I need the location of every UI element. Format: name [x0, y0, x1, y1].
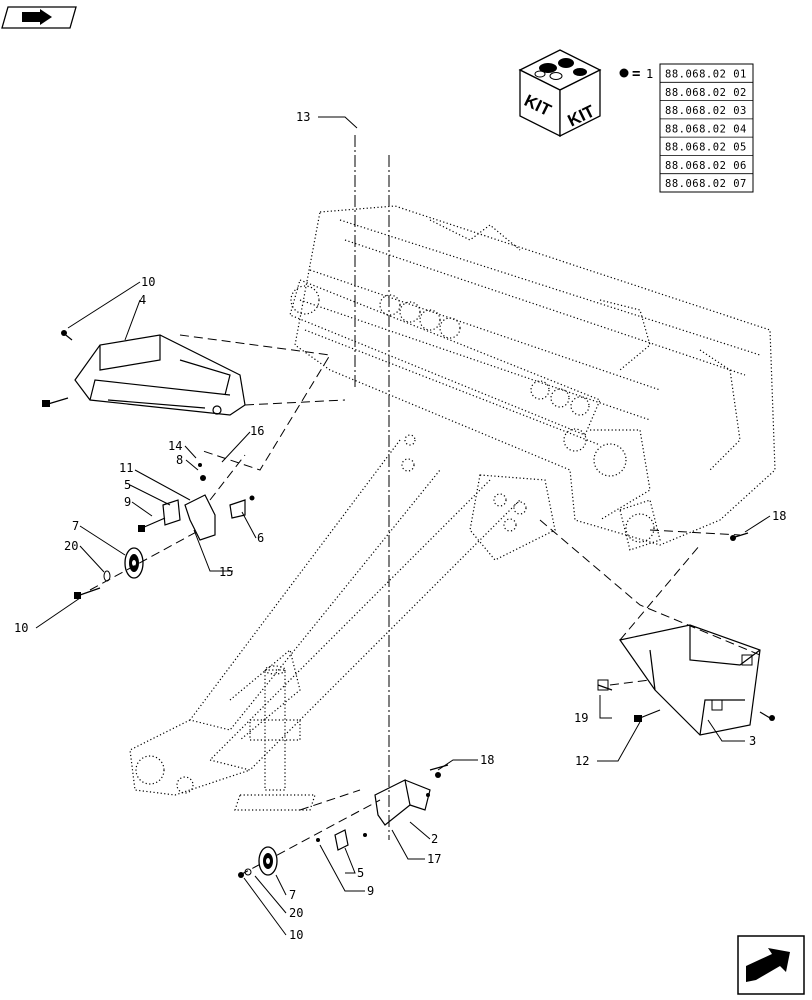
drawbar [129, 439, 521, 796]
callout-6: 6 [257, 531, 264, 545]
kit-code-6: 88.068.02 06 [665, 160, 747, 172]
callout-7-top: 7 [72, 519, 79, 533]
kit-equals: = [632, 66, 640, 82]
callout-2: 2 [431, 832, 438, 846]
callout-4: 4 [139, 293, 146, 307]
bolt-icon [597, 679, 775, 722]
callout-10-bottom: 10 [289, 928, 303, 942]
callout-18-right: 18 [772, 509, 786, 523]
lower-bracket-line-2 [299, 789, 361, 811]
callout-10-top: 10 [141, 275, 155, 289]
callout-13: 13 [296, 110, 310, 124]
leader-lines [35, 116, 771, 936]
callout-18-bottom: 18 [480, 753, 494, 767]
shield-part-3[interactable] [618, 624, 761, 736]
lower-bracket-line [239, 799, 381, 876]
callout-14: 14 [168, 439, 182, 453]
gearbox [401, 434, 556, 561]
wheel-part-7-bottom[interactable] [238, 846, 278, 878]
callout-9-top: 9 [124, 495, 131, 509]
callout-16: 16 [250, 424, 264, 438]
callout-7-bottom: 7 [289, 888, 296, 902]
kit-code-7: 88.068.02 07 [665, 178, 747, 190]
callout-12: 12 [575, 754, 589, 768]
kit-code-1: 88.068.02 01 [665, 69, 747, 81]
callout-3: 3 [749, 734, 756, 748]
kit-code-3: 88.068.02 03 [665, 105, 747, 117]
kit-box-icon: KIT KIT [518, 49, 602, 138]
bracket-line [209, 454, 246, 501]
callout-15: 15 [219, 565, 233, 579]
shield-right-line-2 [619, 544, 701, 641]
bolt18-line [649, 529, 741, 536]
kit-code-5: 88.068.02 05 [665, 142, 747, 154]
callout-5-top: 5 [124, 478, 131, 492]
shield-right-line [539, 519, 761, 656]
shield-left-line [179, 334, 331, 471]
callout-20-top: 20 [64, 539, 78, 553]
book-arrow-icon[interactable] [1, 6, 77, 29]
wheel-part-7-top[interactable] [74, 529, 201, 599]
bolt-icon [42, 330, 73, 407]
header-frame [294, 205, 776, 551]
callout-5-bottom: 5 [357, 866, 364, 880]
shield-left-line-2 [244, 399, 346, 406]
kit-code-4: 88.068.02 04 [665, 123, 747, 135]
callout-9-bottom: 9 [367, 884, 374, 898]
conditioner-roll [289, 279, 601, 452]
callout-8: 8 [176, 453, 183, 467]
kit-code-2: 88.068.02 02 [665, 87, 747, 99]
bolt12-line [609, 679, 651, 686]
callout-17: 17 [427, 852, 441, 866]
shield-part-4[interactable] [74, 334, 246, 416]
jack-stand [234, 665, 316, 811]
callout-19: 19 [574, 711, 588, 725]
lower-bracket[interactable] [316, 772, 441, 851]
kit-code-table: 88.068.02 01 88.068.02 02 88.068.02 03 8… [659, 63, 754, 193]
next-page-arrow-icon[interactable] [737, 935, 805, 995]
kit-bullet-icon [619, 68, 629, 78]
callout-10-mid: 10 [14, 621, 28, 635]
callout-20-bottom: 20 [289, 906, 303, 920]
kit-index: 1 [646, 67, 653, 81]
callout-11: 11 [119, 461, 133, 475]
upper-bracket[interactable] [138, 463, 255, 541]
